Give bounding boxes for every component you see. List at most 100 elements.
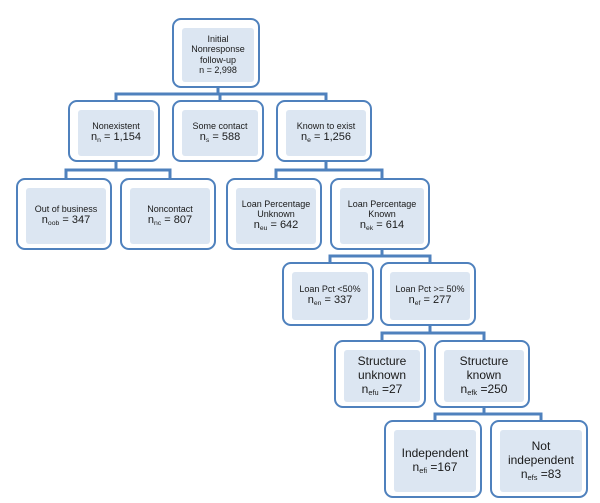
node-count-var: n (412, 460, 420, 475)
node-count-var: n (307, 294, 314, 307)
node-count: nefu =27 (362, 382, 403, 397)
node-count: nefk =250 (461, 382, 508, 397)
node-count-var: n (301, 131, 308, 144)
node-count-value: =167 (427, 460, 458, 475)
connector-root-to-nonexistent (114, 88, 220, 100)
node-content: Loan Pct <50%nen = 337 (292, 272, 368, 320)
node-count-value: = 1,154 (100, 131, 141, 144)
node-count: neu = 642 (254, 219, 299, 233)
node-count-value: = 588 (209, 131, 241, 144)
node-count: noob = 347 (42, 214, 90, 228)
node-count-subscript: ek (366, 225, 374, 233)
node-label: Known to exist (296, 120, 356, 131)
node-count: n = 2,998 (199, 65, 237, 76)
node-count-var: n (41, 214, 48, 227)
node-count-value: = 277 (420, 294, 452, 307)
node-label: Noncontact (147, 203, 193, 214)
node-count-value: = 807 (161, 214, 193, 227)
node-label: Independent (401, 445, 469, 460)
node-count: nek = 614 (360, 219, 404, 233)
node-count-subscript: n (97, 137, 101, 145)
connector-loan-pct-ge-50-to-structure-known (428, 326, 486, 340)
connector-root-to-known-to-exist (216, 88, 328, 100)
node-count-subscript: efi (419, 466, 428, 476)
node-count-var: n (408, 294, 415, 307)
node-count-subscript: efs (527, 473, 538, 483)
node-count-var: n (199, 131, 206, 144)
connector-loan-pct-ge-50-to-structure-unknown (380, 326, 432, 340)
node-count-value: = 614 (373, 219, 405, 232)
node-loan-pct-ge-50: Loan Pct >= 50%nef = 277 (380, 262, 476, 326)
node-content: Loan Pct >= 50%nef = 277 (390, 272, 470, 320)
node-count-value: = 642 (267, 219, 299, 232)
node-count-text: n = 2,998 (199, 64, 237, 75)
node-label: Some contact (192, 120, 248, 131)
node-count-value: =27 (378, 382, 403, 397)
connector-known-to-exist-to-loan-pct-known (324, 162, 384, 178)
connector-structure-known-to-independent (433, 408, 486, 420)
node-count-subscript: efk (467, 388, 478, 398)
node-count-subscript: eu (259, 225, 268, 233)
node-label: Out of business (34, 203, 98, 214)
node-count: nen = 337 (308, 294, 353, 308)
node-count-var: n (91, 131, 98, 144)
node-count-subscript: efu (368, 388, 379, 398)
node-count: nn = 1,154 (91, 131, 141, 145)
node-count-subscript: nc (154, 220, 162, 228)
node-count-var: n (147, 214, 155, 227)
connector-nonexistent-to-out-of-business (64, 162, 118, 178)
connector-loan-pct-known-to-loan-pct-lt-50 (328, 250, 384, 262)
node-count-subscript: s (205, 137, 210, 145)
node-count-var: n (253, 219, 260, 232)
connector-nonexistent-to-noncontact (114, 162, 172, 178)
node-count-subscript: en (313, 300, 322, 308)
node-count-value: = 347 (59, 214, 91, 227)
node-count: ns = 588 (200, 131, 240, 145)
node-count-value: = 1,256 (310, 131, 351, 144)
node-count: nef = 277 (409, 294, 452, 308)
node-label: Nonexistent (92, 120, 140, 131)
node-loan-pct-lt-50: Loan Pct <50%nen = 337 (282, 262, 374, 326)
node-count: nnc = 807 (148, 214, 192, 228)
node-count-var: n (460, 382, 468, 397)
node-count: ne = 1,256 (301, 131, 351, 145)
node-count-subscript: e (307, 137, 311, 145)
node-count-value: =83 (537, 467, 562, 482)
node-count-value: = 337 (321, 294, 353, 307)
node-count-value: =250 (477, 382, 508, 397)
node-count-var: n (359, 219, 367, 232)
connector-known-to-exist-to-loan-pct-unknown (274, 162, 328, 178)
node-count-subscript: ef (414, 300, 421, 308)
node-count-var: n (361, 382, 369, 397)
connector-loan-pct-known-to-loan-pct-ge-50 (380, 250, 432, 262)
